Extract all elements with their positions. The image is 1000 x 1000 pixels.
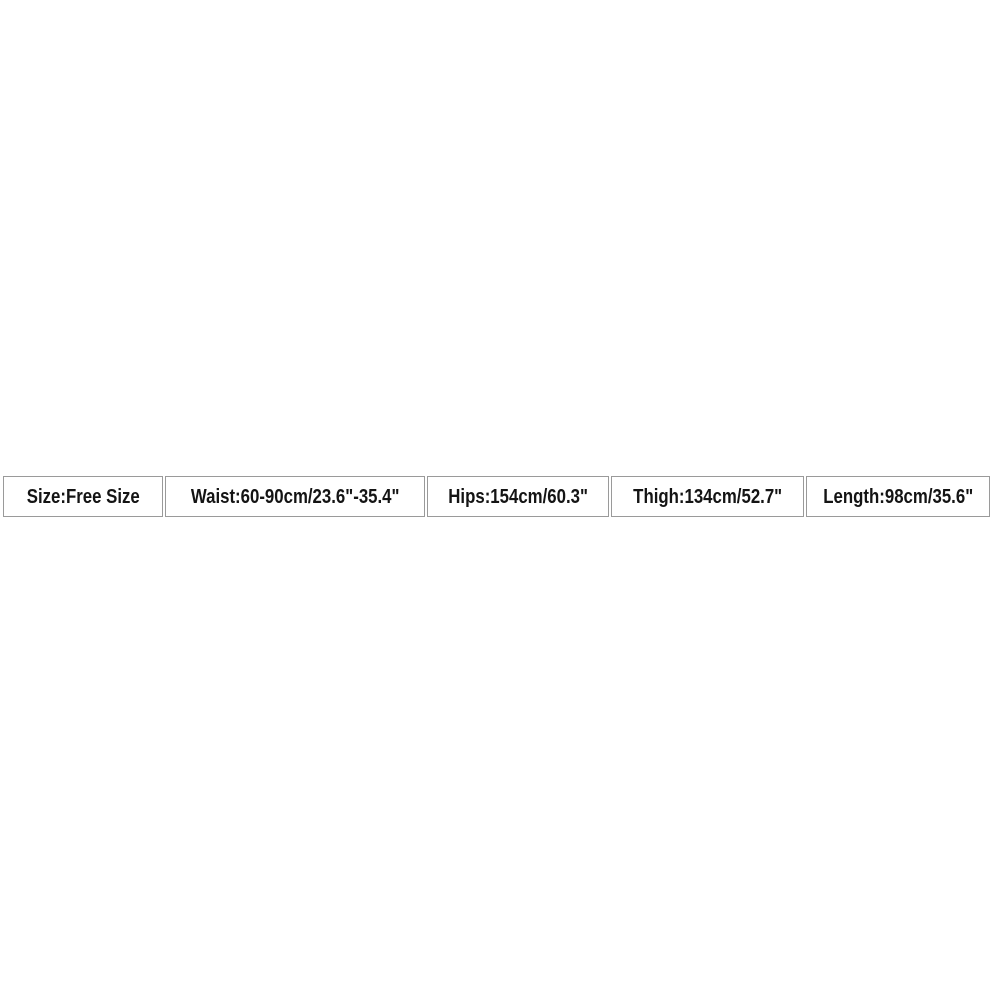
- size-chart-cell-thigh: Thigh:134cm/52.7": [611, 476, 805, 517]
- size-chart-cell-size-text: Size:Free Size: [26, 485, 140, 508]
- size-chart-cell-waist: Waist:60-90cm/23.6"-35.4": [165, 476, 426, 517]
- size-chart-cell-hips: Hips:154cm/60.3": [427, 476, 610, 517]
- size-chart-cell-waist-text: Waist:60-90cm/23.6"-35.4": [190, 485, 400, 508]
- size-chart-cell-length: Length:98cm/35.6": [806, 476, 990, 517]
- size-chart-cell-length-text: Length:98cm/35.6": [823, 485, 973, 508]
- size-chart-table: Size:Free Size Waist:60-90cm/23.6"-35.4"…: [3, 476, 990, 517]
- size-chart-cell-size: Size:Free Size: [3, 476, 164, 517]
- size-chart-cell-thigh-text: Thigh:134cm/52.7": [633, 485, 783, 508]
- size-chart-cell-hips-text: Hips:154cm/60.3": [448, 485, 589, 508]
